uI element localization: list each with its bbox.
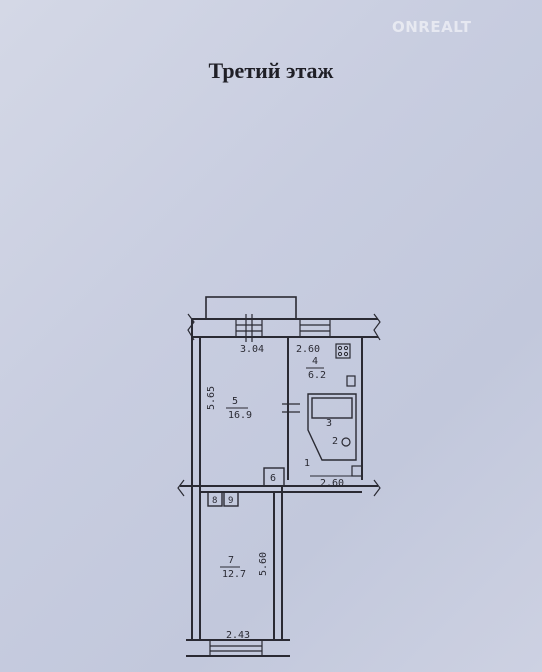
sink-icon: [341, 437, 351, 447]
balcony: [205, 296, 297, 320]
stove-burner-icon: [343, 351, 349, 357]
room-number: 2: [332, 436, 338, 447]
watermark-logo: ONREALT: [392, 18, 472, 36]
room-area: 12.7: [222, 569, 246, 580]
dim-room5-height: 5.65: [206, 386, 217, 410]
dim-corridor: 2.60: [320, 478, 344, 489]
closet-room8: [207, 491, 223, 507]
stove-icon: [335, 343, 351, 359]
bathroom-block: [307, 393, 357, 461]
stove-burner-icon: [337, 351, 343, 357]
room-number: 1: [304, 458, 310, 469]
closet-room9: [223, 491, 239, 507]
bathtub: [311, 397, 353, 419]
room-number: 9: [228, 496, 233, 506]
room-number: 4: [312, 356, 318, 367]
dim-top-right: 2.60: [296, 344, 320, 355]
room-area: 16.9: [228, 410, 252, 421]
closet-room6: [263, 467, 285, 487]
page-title: Третий этаж: [208, 58, 334, 83]
stove-burner-icon: [343, 345, 349, 351]
room-area: 6.2: [308, 370, 326, 381]
dim-bottom: 2.43: [226, 630, 250, 641]
dim-room7-height: 5.60: [258, 552, 269, 576]
corridor-fixture: [351, 465, 363, 477]
break-mark-mid-right: [373, 479, 381, 497]
room-number: 6: [270, 473, 276, 484]
kitchen-fixture: [346, 375, 356, 387]
dim-top-left: 3.04: [240, 344, 264, 355]
stove-burner-icon: [337, 345, 343, 351]
window-top-right: [299, 319, 331, 337]
break-mark-top: [373, 313, 381, 341]
room-number: 7: [228, 555, 234, 566]
room-number: 5: [232, 396, 238, 407]
window-bottom: [209, 640, 263, 656]
room-number: 3: [326, 418, 332, 429]
window-top-left: [235, 314, 263, 342]
room-number: 8: [212, 496, 217, 506]
break-mark-mid-left: [177, 479, 185, 497]
